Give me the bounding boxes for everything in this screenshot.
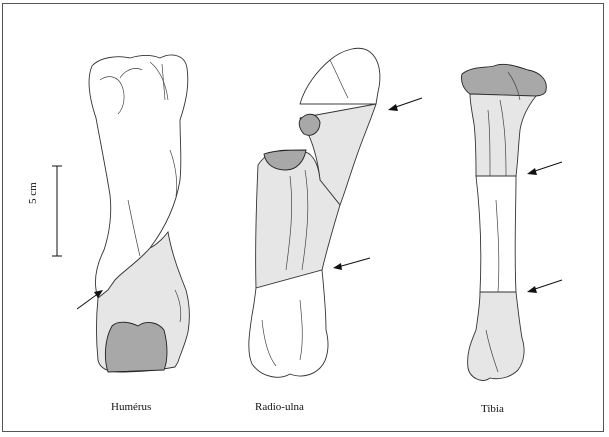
scale-label: 5 cm bbox=[27, 182, 39, 204]
tibia-drawing bbox=[461, 64, 546, 380]
scale-bar bbox=[52, 166, 62, 256]
radio-ulna-label: Radio-ulna bbox=[255, 401, 304, 413]
arrow-tibia-top bbox=[527, 162, 562, 175]
arrow-radio-bottom bbox=[333, 258, 370, 270]
arrow-radio-top bbox=[388, 98, 422, 111]
humerus-drawing bbox=[89, 55, 189, 372]
radio-ulna-drawing bbox=[249, 48, 380, 377]
arrow-tibia-bottom bbox=[527, 280, 562, 293]
tibia-label: Tibia bbox=[481, 403, 504, 415]
humerus-label: Humérus bbox=[111, 401, 151, 413]
